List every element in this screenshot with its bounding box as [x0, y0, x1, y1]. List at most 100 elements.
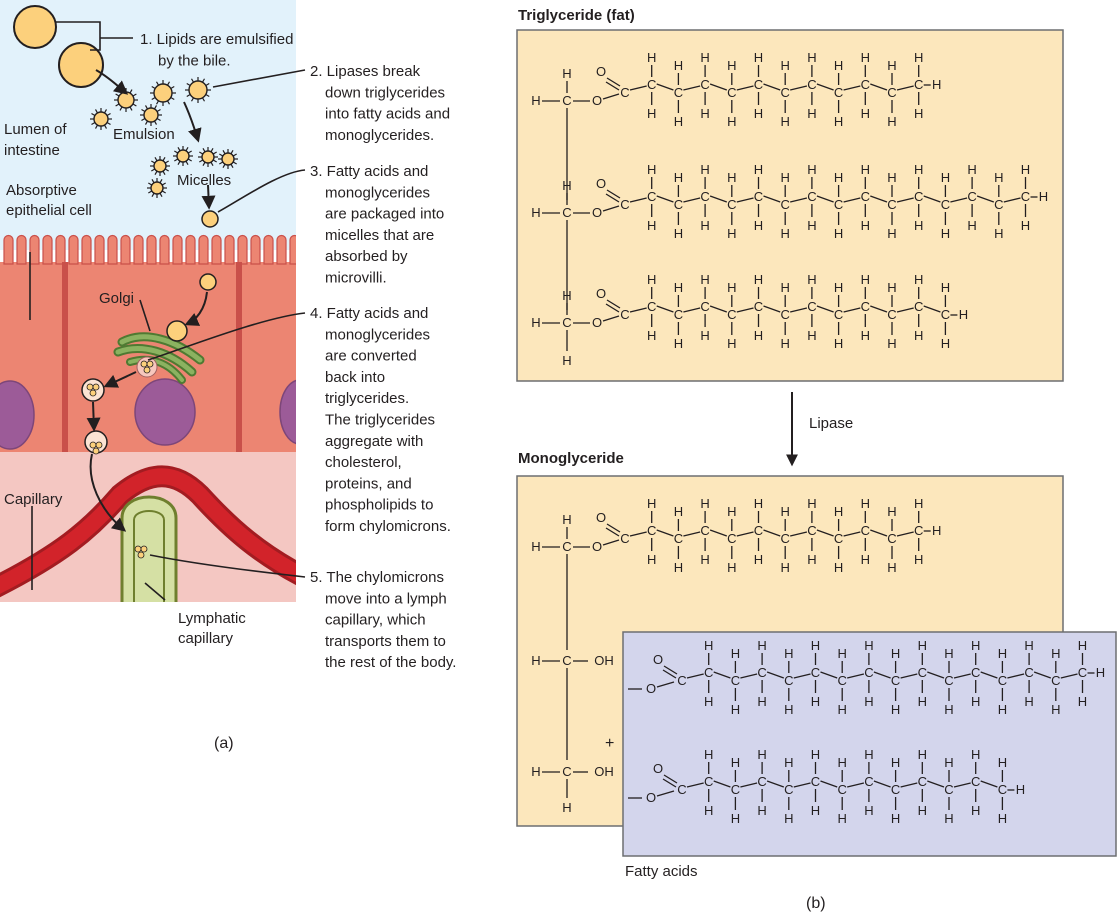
oxygen-atom: O	[596, 176, 606, 191]
emulsion-droplet	[147, 178, 167, 198]
carbon-atom: C	[674, 85, 683, 100]
hydrogen-atom: H	[1021, 218, 1030, 233]
carbon-atom: C	[838, 673, 847, 688]
hydrogen-atom: H	[807, 106, 816, 121]
hydrogen-atom: H	[887, 170, 896, 185]
hydrogen-atom: H	[754, 272, 763, 287]
carbon-atom: C	[754, 189, 763, 204]
step-3-text: are packaged into	[325, 206, 444, 223]
hydrogen-atom: H	[647, 552, 656, 567]
hydrogen-atom: H	[914, 552, 923, 567]
hydrogen-atom: H	[994, 226, 1003, 241]
hydrogen-atom: H	[998, 811, 1007, 826]
hydrogen-atom: H	[861, 218, 870, 233]
hydrogen-atom: H	[531, 315, 540, 330]
hydrogen-atom: H	[647, 328, 656, 343]
hydrogen-atom: H	[1051, 702, 1060, 717]
carbon-atom: C	[834, 531, 843, 546]
emulsion-droplet	[150, 80, 176, 106]
hydrogen-atom: H	[674, 280, 683, 295]
golgi-label: Golgi	[99, 290, 134, 307]
step-5-text: 5. The chylomicrons	[310, 569, 444, 586]
hydrogen-atom: H	[700, 552, 709, 567]
hydrogen-atom: H	[959, 307, 968, 322]
hydrogen-atom: H	[834, 170, 843, 185]
hydrogen-atom: H	[731, 646, 740, 661]
carbon-atom: C	[700, 523, 709, 538]
hydrogen-atom: H	[727, 336, 736, 351]
free-fatty-acid-head: O	[628, 790, 675, 805]
carbon-atom: C	[562, 315, 571, 330]
hydrogen-atom: H	[531, 764, 540, 779]
carbon-atom: C	[807, 523, 816, 538]
step-5-text: move into a lymph	[325, 590, 447, 607]
hydrogen-atom: H	[754, 50, 763, 65]
hydrogen-atom: H	[1078, 638, 1087, 653]
cell-nucleus	[134, 378, 196, 446]
carbon-atom: C	[994, 197, 1003, 212]
hydrogen-atom: H	[1024, 638, 1033, 653]
hydrogen-atom: H	[834, 114, 843, 129]
hydrogen-atom: H	[887, 336, 896, 351]
hydrogen-atom: H	[811, 694, 820, 709]
carbon-atom: C	[861, 299, 870, 314]
step-5-text: transports them to	[325, 633, 446, 650]
carbon-atom: C	[918, 774, 927, 789]
hydrogen-atom: H	[861, 106, 870, 121]
carbon-atom: C	[620, 85, 629, 100]
carbon-atom: C	[731, 673, 740, 688]
emulsion-droplet	[185, 77, 211, 103]
hydrogen-atom: H	[861, 272, 870, 287]
step-4-text: back into	[325, 369, 385, 386]
hydrogen-atom: H	[731, 811, 740, 826]
carbon-atom: C	[941, 197, 950, 212]
carbon-atom: C	[757, 665, 766, 680]
carbon-atom: C	[674, 197, 683, 212]
hydrogen-atom: H	[781, 58, 790, 73]
carbon-atom: C	[754, 523, 763, 538]
carbon-atom: C	[562, 539, 571, 554]
fatty-acids-box	[622, 631, 1117, 857]
hydrogen-atom: H	[531, 539, 540, 554]
hydrogen-atom: H	[731, 702, 740, 717]
carbon-atom: C	[971, 665, 980, 680]
hydrogen-atom: H	[807, 218, 816, 233]
hydrogen-atom: H	[861, 328, 870, 343]
emulsion-droplet	[218, 149, 238, 169]
hydrogen-atom: H	[1016, 782, 1025, 797]
hydrogen-atom: H	[704, 803, 713, 818]
hydrogen-atom: H	[647, 218, 656, 233]
carbon-atom: C	[887, 307, 896, 322]
hydrogen-atom: H	[918, 694, 927, 709]
hydrogen-atom: H	[674, 170, 683, 185]
hydrogen-atom: H	[700, 272, 709, 287]
absorptive-cell-label: Absorptive	[6, 182, 77, 199]
hydrogen-atom: H	[891, 811, 900, 826]
hydrogen-atom: H	[562, 66, 571, 81]
hydrogen-atom: H	[562, 800, 571, 815]
carbon-atom: C	[1021, 189, 1030, 204]
lipid-particles	[13, 5, 219, 454]
carbon-atom: C	[914, 523, 923, 538]
hydrogen-atom: H	[891, 702, 900, 717]
hydrogen-atom: H	[807, 272, 816, 287]
hydrogen-atom: H	[704, 747, 713, 762]
hydrogen-atom: H	[941, 170, 950, 185]
hydrogen-atom: H	[914, 218, 923, 233]
hydrogen-atom: H	[887, 226, 896, 241]
step-4-text: The triglycerides	[325, 412, 435, 429]
hydrogen-atom: H	[887, 504, 896, 519]
hydrogen-atom: H	[887, 58, 896, 73]
step-3-text: 3. Fatty acids and	[310, 163, 428, 180]
hydrogen-atom: H	[838, 811, 847, 826]
hydrogen-atom: H	[932, 523, 941, 538]
carbon-atom: C	[861, 189, 870, 204]
hydrogen-atom: H	[914, 162, 923, 177]
carbon-atom: C	[781, 531, 790, 546]
hydrogen-atom: H	[674, 58, 683, 73]
carbon-atom: C	[784, 673, 793, 688]
